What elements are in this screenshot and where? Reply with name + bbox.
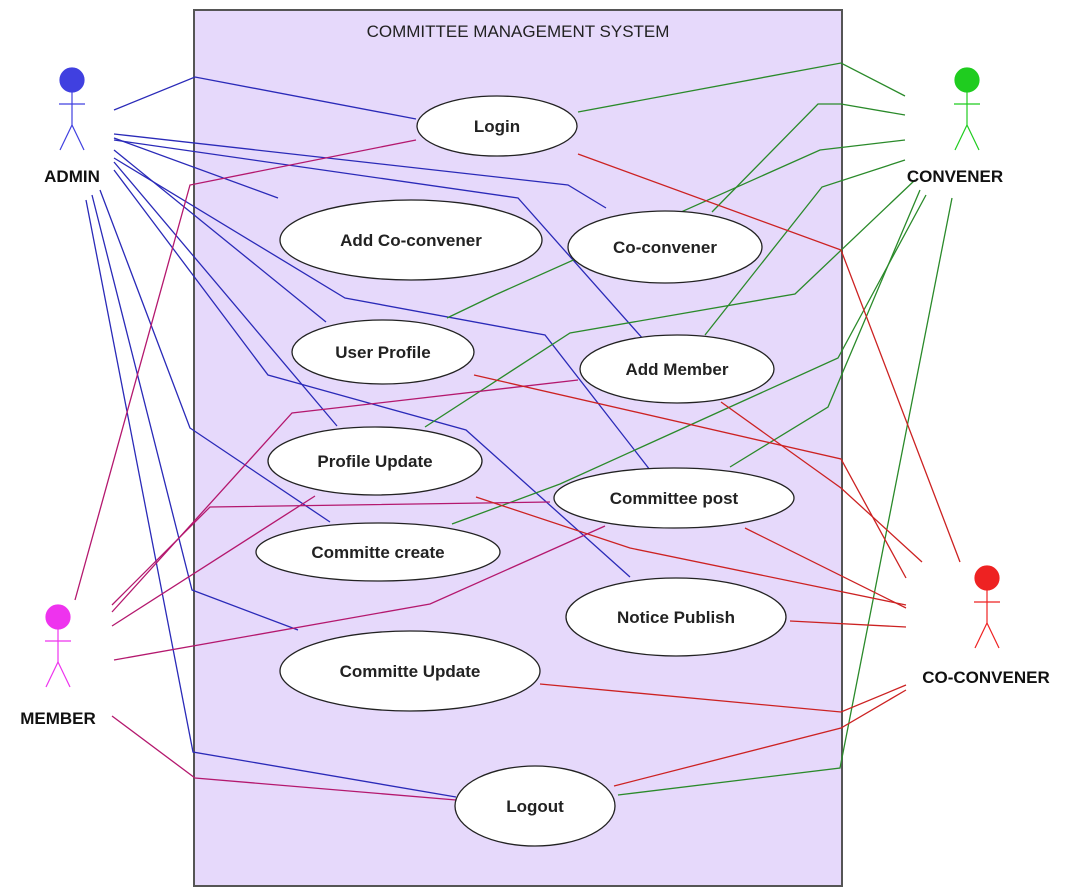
convener-committe-create-link: [451, 194, 927, 525]
use-case-add-member-label: Add Member: [626, 360, 729, 379]
admin-committe-create-link: [99, 189, 331, 523]
admin-add-member-link: [113, 139, 645, 341]
actor-co-convener-label: CO-CONVENER: [922, 668, 1050, 687]
use-case-add-member: Add Member: [579, 334, 775, 404]
use-case-committe-create-label: Committe create: [311, 543, 444, 562]
admin-associations: [85, 76, 651, 798]
admin-committee-post-link: [113, 157, 651, 471]
admin-logout-link: [85, 199, 457, 798]
co-convener-associations: [473, 153, 961, 787]
actor-convener-label: CONVENER: [907, 167, 1003, 186]
convener-add-member-link: [704, 159, 906, 336]
co-convener-add-member-link: [720, 401, 923, 563]
admin-profile-update-link: [113, 161, 338, 427]
use-case-add-co-convener: Add Co-convener: [279, 199, 543, 281]
admin-co-convener-link: [113, 133, 607, 209]
use-case-co-convener-label: Co-convener: [613, 238, 717, 257]
co-convener-profile-update-link: [475, 496, 907, 606]
member-associations: [74, 139, 606, 801]
use-case-committee-post-label: Committee post: [610, 489, 739, 508]
admin-notice-publish-link: [113, 169, 631, 578]
convener-logout-link: [617, 197, 953, 796]
admin-add-co-convener-link: [113, 137, 279, 199]
admin-login-link: [113, 76, 417, 120]
stick-figure-icon: [45, 604, 71, 688]
co-convener-committe-update-link: [539, 683, 907, 713]
co-convener-notice-publish-link: [789, 620, 907, 628]
member-committe-create-link: [113, 525, 606, 661]
member-profile-update-link: [111, 495, 316, 627]
convener-login-link: [577, 62, 906, 113]
member-login-link: [74, 139, 417, 601]
admin-committe-update-link: [91, 194, 299, 631]
use-case-user-profile: User Profile: [291, 319, 475, 385]
use-case-login: Login: [416, 95, 578, 157]
use-case-notice-publish-label: Notice Publish: [617, 608, 735, 627]
member-committee-post-link: [111, 501, 551, 606]
use-case-profile-update: Profile Update: [267, 426, 483, 496]
actor-admin-label: ADMIN: [44, 167, 100, 186]
stick-figure-icon: [954, 67, 980, 151]
use-case-co-convener: Co-convener: [567, 210, 763, 284]
co-convener-user-profile-link: [473, 374, 907, 579]
use-case-notice-publish: Notice Publish: [565, 577, 787, 657]
use-case-committe-create: Committe create: [255, 522, 501, 582]
use-case-login-label: Login: [474, 117, 520, 136]
actor-member: MEMBER: [20, 604, 96, 728]
use-case-committe-update-label: Committe Update: [340, 662, 481, 681]
use-case-logout: Logout: [454, 765, 616, 847]
use-case-add-co-convener-label: Add Co-convener: [340, 231, 482, 250]
use-case-user-profile-label: User Profile: [335, 343, 430, 362]
use-case-committe-update: Committe Update: [279, 630, 541, 712]
use-case-committee-post: Committee post: [553, 467, 795, 529]
actor-convener: CONVENER: [907, 67, 1003, 186]
co-convener-logout-link: [613, 689, 907, 787]
actor-co-convener: CO-CONVENER: [922, 565, 1050, 687]
member-logout-link: [111, 715, 457, 801]
use-case-logout-label: Logout: [506, 797, 564, 816]
use-case-profile-update-label: Profile Update: [317, 452, 432, 471]
convener-co-convener-link: [711, 103, 906, 213]
co-convener-committee-post-link: [744, 527, 907, 609]
system-title: COMMITTEE MANAGEMENT SYSTEM: [367, 22, 670, 41]
stick-figure-icon: [59, 67, 85, 151]
stick-figure-icon: [974, 565, 1000, 649]
co-convener-login-link: [577, 153, 961, 563]
actor-admin: ADMIN: [44, 67, 100, 186]
actor-member-label: MEMBER: [20, 709, 96, 728]
